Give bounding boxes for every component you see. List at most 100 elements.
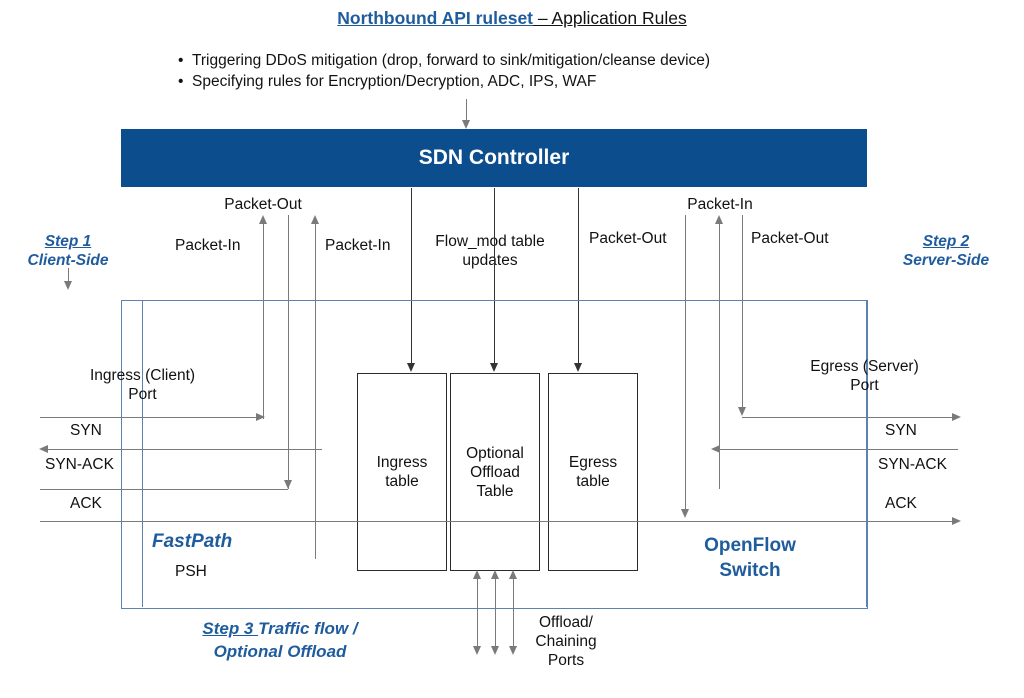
packet-in-left-label: Packet-In — [175, 237, 241, 254]
offload-port-3-up-head-icon — [508, 570, 517, 579]
offload-ports-line1: Offload/ — [538, 614, 593, 631]
packet-in-right-shaft — [719, 224, 720, 489]
egress-port-line2: Port — [850, 377, 879, 394]
flow-mod-line1: Flow_mod table — [435, 233, 545, 250]
ack-left-label: ACK — [70, 495, 102, 512]
offload-port-2-up-head-icon — [490, 570, 499, 579]
syn-ack-left-label: SYN-ACK — [45, 456, 114, 473]
fastpath-line — [40, 521, 685, 522]
egress-table-box: Egress table — [548, 373, 638, 571]
openflow-switch-line2: Switch — [719, 560, 781, 581]
offload-port-shaft-3 — [513, 578, 514, 650]
packet-out-left-shaft — [288, 215, 289, 489]
packet-in-right-horizontal-head-icon — [711, 444, 720, 453]
offload-table-line1: Optional — [466, 444, 524, 462]
offload-table-line3: Table — [476, 482, 514, 500]
title-primary: Northbound API ruleset — [337, 8, 534, 28]
step-1-text: Client-Side — [27, 252, 109, 269]
flowmod-ingress-head-icon — [406, 363, 415, 372]
optional-offload-table-label: Optional Offload Table — [466, 444, 524, 501]
fastpath-label: FastPath — [152, 531, 233, 552]
syn-left-line — [40, 417, 160, 418]
packet-out-right-horizontal — [685, 521, 958, 522]
flowmod-offload-shaft — [494, 188, 495, 366]
ingress-table-line2: table — [385, 473, 419, 490]
packet-in-left2-arrow-head-icon — [310, 215, 319, 224]
packet-in-left-arrow-head-icon — [258, 215, 267, 224]
list-item: • Specifying rules for Encryption/Decrypt… — [178, 71, 878, 92]
list-item: • Triggering DDoS mitigation (drop, forwa… — [178, 50, 878, 71]
offload-port-1-up-head-icon — [472, 570, 481, 579]
bullet-list: • Triggering DDoS mitigation (drop, forwa… — [178, 50, 878, 92]
psh-label: PSH — [175, 563, 207, 580]
packet-out-left-horizontal — [40, 489, 288, 490]
openflow-switch-label: OpenFlow Switch — [660, 533, 840, 583]
flow-mod-line2: updates — [462, 252, 518, 269]
northbound-arrow-shaft — [466, 99, 467, 125]
packet-out-right2-horizontal — [742, 417, 958, 418]
step-3-text: Traffic flow / — [258, 619, 358, 638]
flowmod-egress-head-icon — [573, 363, 582, 372]
step-1-pointer-head-icon — [63, 281, 72, 290]
step-1-number: Step 1 — [44, 233, 92, 250]
packet-out-left-arrow-head-icon — [283, 480, 292, 489]
sdn-controller-label: SDN Controller — [418, 146, 570, 169]
packet-out-right2-shaft — [742, 215, 743, 408]
offload-ports-line3: Ports — [547, 652, 585, 669]
packet-out-right-shaft — [685, 215, 686, 515]
northbound-arrow-head-icon — [461, 120, 470, 129]
packet-out-right2-label: Packet-Out — [751, 230, 829, 247]
packet-out-left-label: Packet-Out — [224, 196, 302, 213]
flowmod-ingress-shaft — [411, 188, 412, 366]
packet-out-right2-head-icon — [737, 407, 746, 416]
ack-left-line — [40, 489, 160, 490]
offload-port-shaft-2 — [495, 578, 496, 650]
syn-ack-right-label: SYN-ACK — [878, 456, 947, 473]
page-title: Northbound API ruleset – Application Rul… — [0, 8, 1024, 29]
title-secondary: – Application Rules — [533, 8, 687, 28]
packet-in-left2-shaft — [315, 224, 316, 559]
flow-mod-label: Flow_mod table updates — [410, 232, 570, 270]
openflow-switch-boundary — [121, 300, 868, 609]
offload-port-1-down-head-icon — [472, 646, 481, 655]
syn-ack-left-head-icon — [39, 444, 48, 453]
ingress-table-line1: Ingress — [376, 454, 428, 471]
egress-table-label: Egress table — [569, 453, 617, 491]
offload-ports-line2: Chaining — [535, 633, 597, 650]
bullet-glyph: • — [178, 73, 184, 90]
step-2-label: Step 2 Server-Side — [868, 232, 1024, 270]
packet-in-right-label: Packet-In — [687, 196, 753, 213]
step-1-label: Step 1 Client-Side — [0, 232, 136, 270]
packet-out-right-head-icon — [680, 509, 689, 518]
offload-port-shaft-1 — [477, 578, 478, 650]
step-2-number: Step 2 — [922, 233, 970, 250]
flowmod-offload-head-icon — [489, 363, 498, 372]
offload-chaining-ports-label: Offload/ Chaining Ports — [518, 613, 614, 670]
packet-out-right2-horizontal-head-icon — [952, 412, 961, 421]
flowmod-egress-shaft — [578, 188, 579, 366]
syn-left-label: SYN — [70, 422, 102, 439]
ingress-port-line1: Ingress (Client) — [89, 367, 196, 384]
packet-in-left2-label: Packet-In — [325, 237, 391, 254]
ingress-client-port-label: Ingress (Client) Port — [60, 366, 225, 404]
step-3-line1: Step 3 Traffic flow / — [110, 617, 450, 640]
syn-right-label: SYN — [885, 422, 917, 439]
packet-in-right-horizontal — [719, 449, 958, 450]
step-1-pointer-shaft — [68, 268, 69, 286]
bullet-text: Specifying rules for Encryption/Decrypti… — [192, 73, 597, 90]
step-3-label: Step 3 Traffic flow / Optional Offload — [110, 617, 450, 663]
packet-out-right-label: Packet-Out — [589, 230, 667, 247]
ingress-table-label: Ingress table — [377, 453, 428, 491]
packet-in-right-arrow-head-icon — [714, 215, 723, 224]
offload-port-3-down-head-icon — [508, 646, 517, 655]
ingress-table-box: Ingress table — [357, 373, 447, 571]
egress-server-port-label: Egress (Server) Port — [782, 357, 947, 395]
sdn-controller-box: SDN Controller — [121, 129, 867, 187]
bullet-text: Triggering DDoS mitigation (drop, forwar… — [192, 52, 711, 69]
fastpath-right-head-icon — [952, 516, 961, 525]
bullet-glyph: • — [178, 52, 184, 69]
offload-port-2-down-head-icon — [490, 646, 499, 655]
ingress-port-line2: Port — [128, 386, 157, 403]
egress-port-line1: Egress (Server) — [810, 358, 919, 375]
optional-offload-table-box: Optional Offload Table — [450, 373, 540, 571]
